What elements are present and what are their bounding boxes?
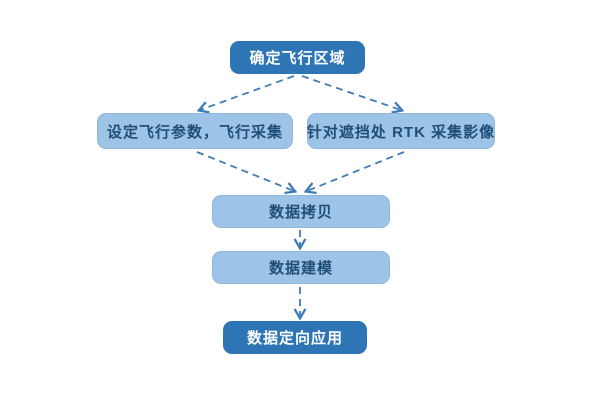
- node-data-oriented-application: 数据定向应用: [223, 321, 367, 354]
- node-label: 设定飞行参数，飞行采集: [106, 123, 283, 141]
- node-rtk-image-capture: 针对遮挡处 RTK 采集影像: [307, 113, 495, 149]
- node-data-modeling: 数据建模: [212, 251, 390, 284]
- node-label: 针对遮挡处 RTK 采集影像: [306, 123, 496, 141]
- node-label: 确定飞行区域: [249, 50, 346, 67]
- node-data-copy: 数据拷贝: [212, 195, 390, 228]
- node-label: 数据拷贝: [268, 204, 333, 221]
- node-label: 数据定向应用: [246, 330, 343, 347]
- node-set-flight-params: 设定飞行参数，飞行采集: [97, 113, 293, 149]
- node-determine-flight-area: 确定飞行区域: [230, 41, 365, 74]
- arrow-start-to-rtk-capture: [301, 75, 401, 110]
- arrow-start-to-flight-params: [200, 75, 295, 110]
- arrow-flight-params-to-data-copy: [196, 151, 294, 191]
- arrow-rtk-capture-to-data-copy: [307, 151, 405, 191]
- node-label: 数据建模: [268, 260, 333, 277]
